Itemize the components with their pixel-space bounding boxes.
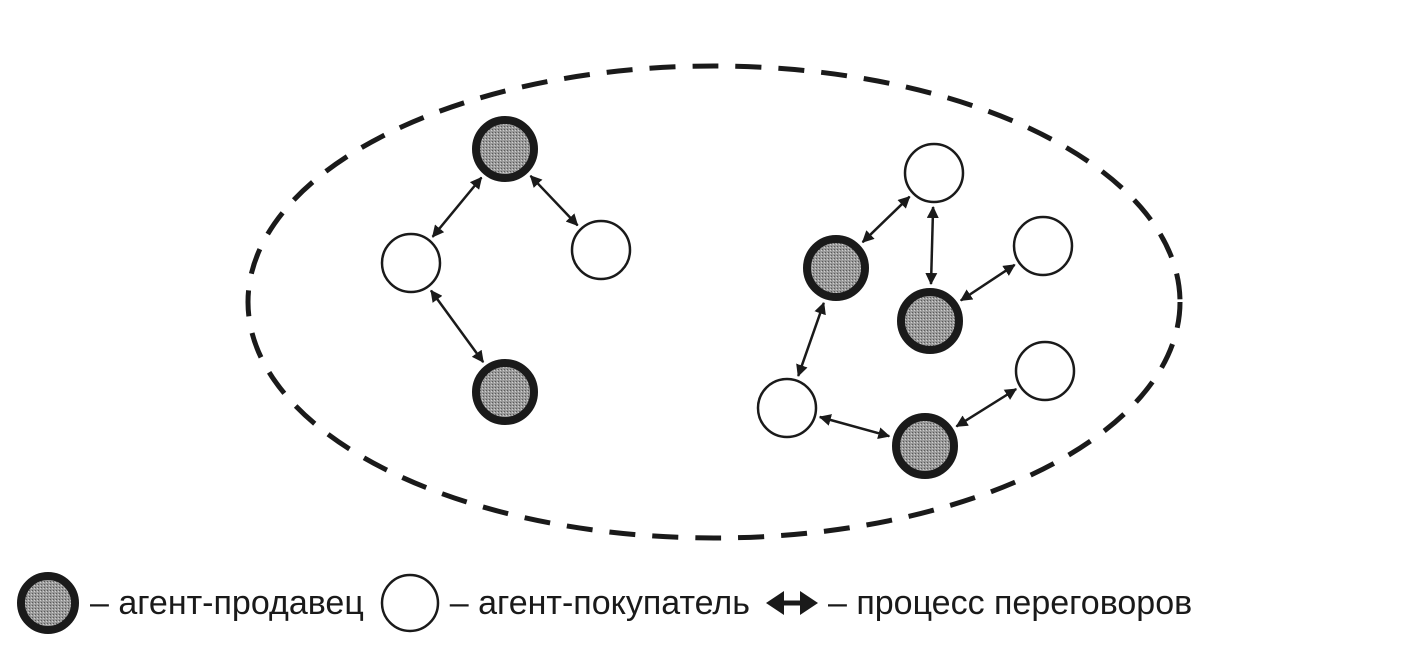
buyer-agent-node-b2: [570, 219, 632, 281]
buyer-agent-node-b6: [1014, 340, 1076, 402]
legend-item-buyer: – агент-покупатель: [378, 571, 750, 635]
buyer-agent-node-b1: [380, 232, 442, 294]
negotiation-arrow-b3-s4: [925, 206, 939, 285]
negotiation-diagram: [245, 63, 1183, 541]
double-arrow-icon: [765, 591, 818, 615]
negotiation-arrow-s1-b1: [431, 176, 483, 238]
legend-item-negotiation: – процесс переговоров: [764, 584, 1192, 623]
seller-agent-icon: [17, 572, 79, 634]
buyer-agent-node-b4: [1012, 215, 1074, 277]
seller-agent-node-s1: [472, 116, 538, 182]
buyer-agent-node-b3: [903, 142, 965, 204]
buyer-agent-node-b5: [756, 377, 818, 439]
buyer-agent-icon: [380, 573, 440, 633]
seller-agent-node-s3: [803, 235, 869, 301]
legend: – агент-продавец – агент-покупатель – пр…: [14, 568, 1192, 638]
agent-nodes: [380, 116, 1076, 479]
negotiation-arrow-b5-s5: [818, 414, 891, 440]
seller-agent-node-s2: [472, 359, 538, 425]
legend-seller-label: – агент-продавец: [90, 583, 364, 622]
market-boundary: [245, 63, 1183, 541]
negotiation-links: [429, 174, 1018, 440]
negotiation-arrow-b6-s5: [955, 387, 1018, 428]
legend-negotiation-label: – процесс переговоров: [827, 583, 1193, 622]
negotiation-arrow-b4-s4: [959, 263, 1016, 302]
negotiation-arrow-b1-s2: [429, 289, 485, 363]
seller-agent-node-s4: [897, 288, 963, 354]
legend-buyer-label: – агент-покупатель: [449, 583, 750, 622]
negotiation-arrow-b3-s3: [861, 195, 911, 244]
negotiation-arrow-s1-b2: [529, 174, 579, 227]
negotiation-arrow-s3-b5: [796, 301, 826, 377]
legend-item-seller: – агент-продавец: [14, 569, 364, 637]
seller-agent-node-s5: [892, 413, 958, 479]
